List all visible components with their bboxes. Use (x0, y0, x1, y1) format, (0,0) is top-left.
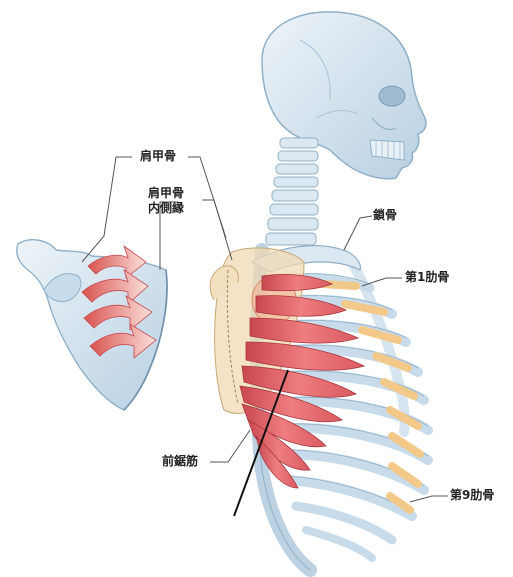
label-medial-border-line1: 肩甲骨 (148, 186, 184, 201)
label-medial-border-line2: 内側縁 (148, 201, 184, 216)
cervical-spine-icon (266, 138, 318, 245)
label-rib9: 第9肋骨 (450, 488, 494, 503)
label-clavicle: 鎖骨 (373, 208, 397, 223)
label-serratus-anterior: 前鋸筋 (162, 454, 198, 469)
label-medial-border: 肩甲骨 内側縁 (148, 186, 184, 216)
label-rib1: 第1肋骨 (405, 270, 449, 285)
label-scapula: 肩甲骨 (140, 149, 176, 164)
